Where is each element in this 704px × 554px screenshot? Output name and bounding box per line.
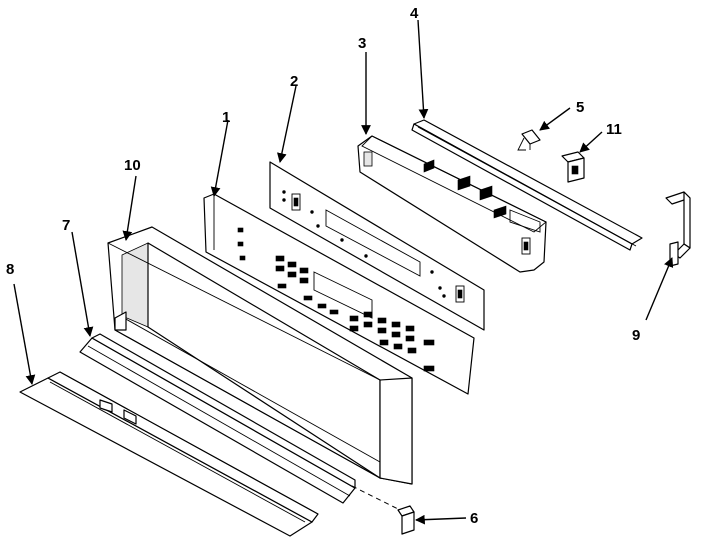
callout-9: 9 <box>632 327 640 344</box>
callout-5: 5 <box>576 99 584 116</box>
part-2-overlay <box>269 161 485 331</box>
callout-10: 10 <box>124 157 141 174</box>
keypad-buttons <box>275 255 435 372</box>
callout-8: 8 <box>6 261 14 278</box>
callout-2: 2 <box>290 73 298 90</box>
part-7-lower-trim <box>79 333 356 504</box>
part-8-trim-strip <box>19 371 319 537</box>
part-4-top-rail <box>411 119 643 251</box>
part-6-clip <box>397 505 415 535</box>
callout-11: 11 <box>606 121 622 138</box>
assembly-line <box>351 485 401 511</box>
callout-6: 6 <box>470 510 478 527</box>
callout-1: 1 <box>222 109 230 126</box>
part-3-control-board <box>357 135 547 273</box>
part-11-bracket <box>561 151 585 183</box>
callout-3: 3 <box>358 35 366 52</box>
leader-lines <box>13 19 674 525</box>
part-1-control-panel <box>203 193 475 395</box>
part-9-side-bracket <box>665 191 691 267</box>
part-5-clip <box>517 129 541 151</box>
part-10-console-frame <box>107 226 413 485</box>
callout-7: 7 <box>62 217 70 234</box>
callout-4: 4 <box>410 5 419 22</box>
